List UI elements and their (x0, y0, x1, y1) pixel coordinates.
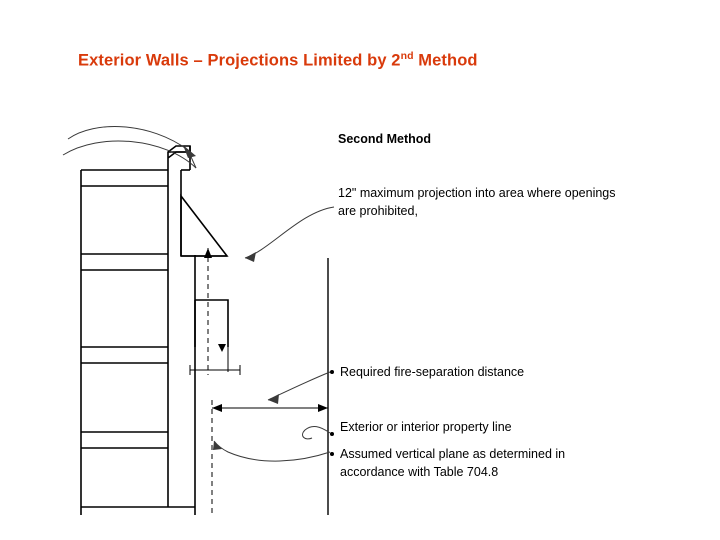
leader-lines (62, 126, 335, 462)
page-title-text-main: Exterior Walls – Projections Limited by … (78, 51, 401, 70)
bullet-fire-separation (330, 370, 334, 374)
leader-projection (244, 206, 335, 259)
bullet-property-line (330, 432, 334, 436)
page-title-superscript: nd (400, 50, 414, 62)
recess-outline (195, 299, 229, 347)
label-fire-separation-distance: Required fire-separation distance (340, 365, 525, 379)
sloped-projection (180, 193, 229, 257)
page-title-text-tail: Method (413, 51, 478, 70)
leader-arrowhead-cornice (183, 145, 196, 158)
label-second-method: Second Method (338, 132, 432, 146)
leader-arrowhead-projection (245, 252, 256, 262)
leader-arrowhead-assumed (213, 441, 222, 450)
leader-arrowhead-fsd (268, 394, 279, 404)
leader-property-loop (302, 425, 331, 440)
dim-arrow-fsd-left (212, 404, 222, 412)
dimension-lines (189, 248, 329, 515)
dim-arrow-fsd-right (318, 404, 328, 412)
dim-arrow-down (218, 344, 226, 352)
leader-assumed-plane (213, 440, 331, 462)
dim-arrow-up (204, 248, 212, 258)
label-max-projection: 12" maximum projection into area where o… (338, 186, 616, 218)
wall-and-floors (80, 145, 229, 515)
leader-to-cornice-1 (67, 126, 189, 151)
label-assumed-vertical-plane: Assumed vertical plane as determined in … (340, 447, 566, 479)
label-property-line: Exterior or interior property line (340, 420, 512, 434)
page-title: Exterior Walls – Projections Limited by … (78, 50, 678, 71)
leader-to-cornice-2 (62, 140, 197, 169)
bullet-assumed-plane (330, 452, 334, 456)
